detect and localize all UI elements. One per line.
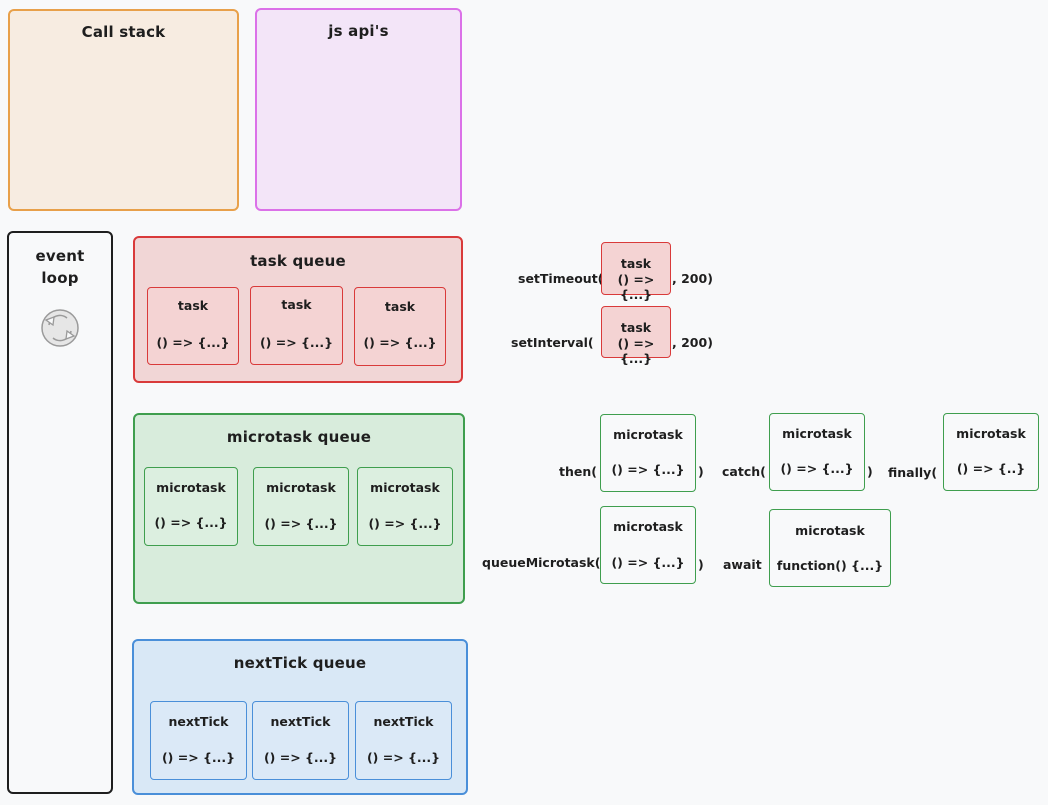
finally-prefix: finally(: [888, 465, 938, 480]
call-stack-panel: Call stack: [8, 9, 239, 211]
task-label: task: [281, 297, 312, 312]
task-queue-title: task queue: [250, 252, 346, 270]
queue-microtask-box: microtask () => {...}: [600, 506, 696, 584]
microtask-queue-title: microtask queue: [226, 428, 372, 446]
js-apis-title: js api's: [328, 22, 389, 40]
then-suffix: ): [698, 464, 704, 479]
nexttick-queue-title: nextTick queue: [233, 654, 367, 672]
catch-suffix: ): [867, 464, 873, 479]
event-loop-title-line2: loop: [41, 269, 79, 287]
queue-microtask-suffix: ): [698, 557, 704, 572]
task-label: task: [620, 256, 652, 271]
set-timeout-suffix: , 200): [672, 271, 713, 286]
microtask-queue-panel: microtask queue microtask () => {...} mi…: [133, 413, 465, 604]
microtask-queue-item: microtask () => {...}: [357, 467, 453, 546]
microtask-code: function() {...}: [776, 558, 884, 573]
task-label: task: [620, 320, 652, 335]
task-label: task: [384, 299, 416, 314]
await-microtask-box: microtask function() {...}: [769, 509, 891, 587]
event-loop-title-line1: event: [35, 247, 85, 265]
microtask-code: () => {...}: [264, 516, 338, 531]
then-microtask-box: microtask () => {...}: [600, 414, 696, 492]
cycle-arrows-icon: [41, 309, 79, 347]
set-interval-suffix: , 200): [672, 335, 713, 350]
catch-prefix: catch(: [722, 464, 766, 479]
nexttick-queue-item: nextTick () => {...}: [150, 701, 247, 780]
microtask-code: () => {...}: [780, 461, 854, 476]
microtask-queue-item: microtask () => {...}: [253, 467, 349, 546]
task-queue-item: task () => {...}: [147, 287, 239, 365]
microtask-code: () => {...}: [611, 462, 685, 477]
nexttick-label: nextTick: [270, 714, 331, 729]
nexttick-code: () => {...}: [161, 750, 236, 765]
set-interval-task-box: task () => {...}: [601, 306, 671, 366]
microtask-label: microtask: [156, 480, 226, 495]
set-timeout-task-box: task () => {...}: [601, 242, 671, 302]
task-code: () => {...}: [156, 335, 230, 350]
microtask-label: microtask: [613, 427, 683, 442]
await-prefix: await: [723, 557, 762, 572]
set-interval-prefix: setInterval(: [511, 335, 594, 350]
task-queue-item: task () => {...}: [250, 286, 343, 365]
task-code: () => {...}: [363, 335, 437, 350]
task-code: () => {...}: [259, 335, 334, 350]
nexttick-queue-item: nextTick () => {...}: [355, 701, 452, 780]
nexttick-queue-panel: nextTick queue nextTick () => {...} next…: [132, 639, 468, 795]
set-timeout-prefix: setTimeout(: [518, 271, 604, 286]
call-stack-title: Call stack: [81, 23, 166, 41]
microtask-code: () => {...}: [154, 515, 228, 530]
event-loop-panel: event loop: [7, 231, 113, 794]
microtask-code: () => {..}: [956, 461, 1026, 476]
nexttick-code: () => {...}: [366, 750, 441, 765]
nexttick-code: () => {...}: [263, 750, 338, 765]
microtask-label: microtask: [266, 480, 336, 495]
task-queue-item: task () => {...}: [354, 287, 446, 366]
catch-microtask-box: microtask () => {...}: [769, 413, 865, 491]
then-prefix: then(: [559, 464, 597, 479]
event-loop-title: event loop: [9, 245, 111, 289]
nexttick-label: nextTick: [373, 714, 434, 729]
finally-microtask-box: microtask () => {..}: [943, 413, 1039, 491]
microtask-code: () => {...}: [368, 516, 442, 531]
task-label: task: [177, 298, 209, 313]
microtask-code: () => {...}: [611, 555, 685, 570]
microtask-label: microtask: [613, 519, 683, 534]
microtask-label: microtask: [782, 426, 852, 441]
nexttick-label: nextTick: [168, 714, 229, 729]
queue-microtask-prefix: queueMicrotask(: [482, 555, 601, 570]
microtask-label: microtask: [370, 480, 440, 495]
microtask-label: microtask: [795, 523, 865, 538]
task-code: () => {...}: [617, 336, 655, 366]
task-code: () => {...}: [617, 272, 655, 302]
microtask-label: microtask: [956, 426, 1026, 441]
microtask-queue-item: microtask () => {...}: [144, 467, 238, 546]
nexttick-queue-item: nextTick () => {...}: [252, 701, 349, 780]
js-apis-panel: js api's: [255, 8, 462, 211]
task-queue-panel: task queue task () => {...} task () => {…: [133, 236, 463, 383]
